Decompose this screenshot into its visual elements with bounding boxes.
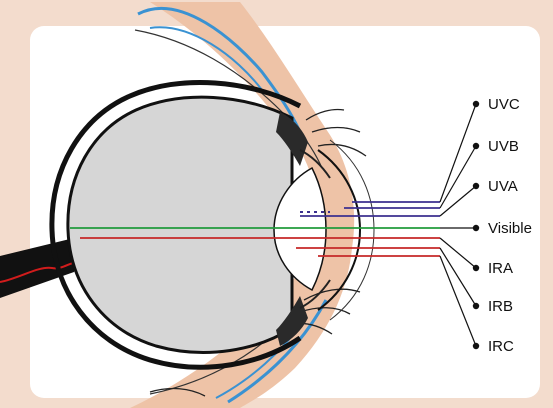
dot-irb <box>473 303 479 309</box>
dot-irc <box>473 343 479 349</box>
dot-ira <box>473 265 479 271</box>
label-uvc: UVC <box>488 96 520 113</box>
label-uvb: UVB <box>488 138 519 155</box>
label-irc: IRC <box>488 338 514 355</box>
label-uva: UVA <box>488 178 518 195</box>
label-visible: Visible <box>488 220 532 237</box>
dot-uva <box>473 183 479 189</box>
eyeball-vitreous <box>68 97 292 352</box>
dot-visible <box>473 225 479 231</box>
label-irb: IRB <box>488 298 513 315</box>
label-ira: IRA <box>488 260 513 277</box>
dot-uvb <box>473 143 479 149</box>
dot-uvc <box>473 101 479 107</box>
